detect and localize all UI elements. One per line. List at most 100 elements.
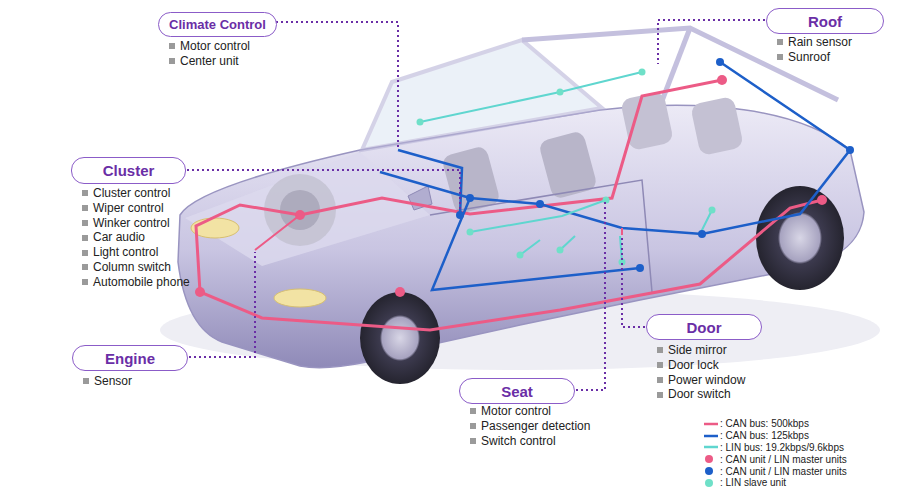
callout-heading: Seat	[501, 384, 533, 399]
illustration-part	[467, 229, 474, 236]
feature-item: Center unit	[180, 54, 239, 69]
callout-box: RoofRain sensorSunroof	[766, 8, 884, 34]
feature-list: Cluster controlWiper controlWinker contr…	[82, 186, 190, 290]
feature-item: Rain sensor	[788, 35, 852, 50]
illustration-part	[195, 287, 205, 297]
lin-bus	[470, 200, 606, 232]
can-bus-500	[255, 215, 622, 250]
legend: : CAN bus: 500kbps: CAN bus: 125kbps: LI…	[703, 418, 847, 489]
feature-row: Wiper control	[82, 201, 190, 216]
bullet-square	[83, 378, 89, 384]
illustration-part	[536, 200, 544, 208]
feature-row: Switch control	[470, 434, 590, 449]
legend-row: : CAN unit / LIN master units	[703, 453, 847, 465]
bullet-square	[657, 377, 663, 383]
feature-row: Motor control	[169, 39, 250, 54]
feature-row: Side mirror	[657, 343, 745, 358]
leader-line	[658, 20, 765, 64]
illustration-part	[187, 20, 765, 390]
callout-heading: Climate Control	[169, 18, 266, 31]
legend-text: : LIN bus: 19.2kbps/9.6kbps	[720, 442, 844, 453]
bullet-square	[82, 279, 88, 285]
front-wheel	[360, 292, 440, 384]
legend-row: : LIN bus: 19.2kbps/9.6kbps	[703, 442, 847, 454]
legend-row: : CAN bus: 500kbps	[703, 418, 847, 430]
can-bus-500	[300, 80, 722, 215]
rear-seat	[690, 96, 744, 156]
feature-item: Door switch	[668, 387, 731, 402]
legend-dot	[705, 479, 713, 487]
leader-line	[189, 252, 255, 357]
callout-heading: Engine	[105, 351, 155, 366]
illustration-part	[639, 69, 646, 76]
bullet-square	[82, 264, 88, 270]
feature-item: Power window	[668, 373, 745, 388]
feature-row: Door lock	[657, 358, 745, 373]
legend-row: : CAN unit / LIN master units	[703, 465, 847, 477]
feature-item: Automobile phone	[93, 275, 190, 290]
bullet-square	[657, 347, 663, 353]
feature-item: Motor control	[481, 404, 551, 419]
feature-row: Sensor	[83, 374, 132, 389]
callout-box: EngineSensor	[72, 345, 188, 371]
legend-line	[704, 423, 718, 426]
illustration-part	[717, 75, 727, 85]
illustration-part	[395, 287, 405, 297]
legend-row: : CAN bus: 125kbps	[703, 430, 847, 442]
callout-box: ClusterCluster controlWiper controlWinke…	[71, 157, 186, 184]
feature-row: Motor control	[470, 404, 590, 419]
illustration-part	[456, 211, 464, 219]
illustration-part	[698, 230, 706, 238]
feature-row: Power window	[657, 373, 745, 388]
feature-row: Automobile phone	[82, 275, 190, 290]
feature-item: Car audio	[93, 230, 145, 245]
feature-item: Sunroof	[788, 50, 830, 65]
legend-dot-sample	[703, 466, 719, 476]
feature-item: Passenger detection	[481, 419, 590, 434]
feature-list: Side mirrorDoor lockPower windowDoor swi…	[657, 343, 745, 402]
leader-line	[576, 202, 605, 390]
feature-item: Motor control	[180, 39, 250, 54]
feature-list: Motor controlPassenger detectionSwitch c…	[470, 404, 590, 448]
feature-list: Sensor	[83, 374, 132, 389]
can-bus-125	[380, 62, 850, 234]
callout-heading: Roof	[808, 14, 842, 29]
can-unit-dots	[195, 75, 827, 297]
callout-heading: Cluster	[103, 163, 155, 178]
legend-row: : LIN slave unit	[703, 477, 847, 489]
illustration-part	[557, 89, 564, 96]
feature-row: Center unit	[169, 54, 250, 69]
legend-text: : CAN unit / LIN master units	[720, 454, 847, 465]
bullet-square	[657, 392, 663, 398]
legend-text: : LIN slave unit	[720, 477, 786, 488]
bullet-square	[82, 220, 88, 226]
bullet-square	[470, 423, 476, 429]
feature-row: Door switch	[657, 387, 745, 402]
feature-list: Rain sensorSunroof	[777, 35, 852, 65]
feature-row: Light control	[82, 245, 190, 260]
illustration-part	[295, 210, 305, 220]
legend-line-sample	[703, 419, 719, 429]
car-body	[178, 105, 864, 367]
legend-dot-sample	[703, 478, 719, 488]
leader-line	[622, 238, 645, 327]
callout-box: SeatMotor controlPassenger detectionSwit…	[459, 378, 575, 404]
legend-dot	[705, 455, 713, 463]
rear-wheel	[756, 186, 844, 290]
legend-line-sample	[703, 442, 719, 452]
feature-list: Motor controlCenter unit	[169, 39, 250, 69]
legend-line	[704, 434, 718, 437]
lin-bus	[520, 210, 712, 262]
feature-item: Light control	[93, 245, 158, 260]
feature-row: Winker control	[82, 216, 190, 231]
illustration-part	[557, 247, 564, 254]
legend-line-sample	[703, 431, 719, 441]
illustration-part	[817, 195, 827, 205]
feature-item: Cluster control	[93, 186, 170, 201]
bullet-square	[82, 205, 88, 211]
bullet-square	[657, 362, 663, 368]
